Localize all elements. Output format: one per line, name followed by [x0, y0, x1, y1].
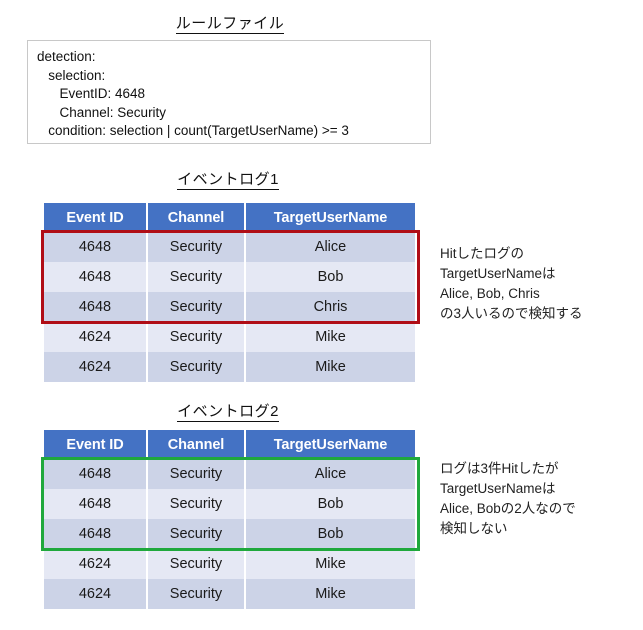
rule-file-title: ルールファイル — [0, 14, 460, 34]
rule-file-box: detection: selection: EventID: 4648 Chan… — [27, 40, 431, 144]
cell-channel: Security — [148, 519, 246, 549]
cell-event-id: 4648 — [44, 459, 148, 489]
column-header-event-id: Event ID — [44, 203, 148, 232]
event-log-1-table: Event ID Channel TargetUserName 4648 Sec… — [44, 203, 415, 382]
table-row: 4648 Security Bob — [44, 489, 415, 519]
event-log-1-title-text: イベントログ1 — [177, 171, 279, 190]
rule-file-line: EventID: 4648 — [37, 86, 146, 101]
cell-target-user-name: Bob — [246, 489, 415, 519]
cell-target-user-name: Mike — [246, 549, 415, 579]
cell-target-user-name: Bob — [246, 519, 415, 549]
cell-event-id: 4648 — [44, 262, 148, 292]
cell-target-user-name: Mike — [246, 579, 415, 609]
cell-channel: Security — [148, 489, 246, 519]
cell-target-user-name: Mike — [246, 322, 415, 352]
annotation-line: の3人いるので検知する — [440, 306, 583, 321]
event-log-1-annotation: Hitしたログの TargetUserNameは Alice, Bob, Chr… — [440, 244, 583, 324]
cell-channel: Security — [148, 352, 246, 382]
cell-target-user-name: Alice — [246, 232, 415, 262]
cell-event-id: 4648 — [44, 519, 148, 549]
table-row: 4648 Security Alice — [44, 459, 415, 489]
table-header-row: Event ID Channel TargetUserName — [44, 430, 415, 459]
cell-target-user-name: Chris — [246, 292, 415, 322]
rule-file-title-text: ルールファイル — [175, 15, 285, 34]
table-row: 4648 Security Alice — [44, 232, 415, 262]
rule-file-line: Channel: Security — [37, 104, 167, 120]
column-header-target-user-name: TargetUserName — [246, 203, 415, 232]
annotation-line: Alice, Bob, Chris — [440, 286, 540, 301]
rule-file-line: selection: — [37, 67, 106, 83]
cell-channel: Security — [148, 232, 246, 262]
annotation-line: TargetUserNameは — [440, 481, 556, 496]
cell-event-id: 4648 — [44, 232, 148, 262]
table-row: 4648 Security Bob — [44, 262, 415, 292]
cell-channel: Security — [148, 579, 246, 609]
cell-target-user-name: Alice — [246, 459, 415, 489]
column-header-channel: Channel — [148, 203, 246, 232]
table-row: 4648 Security Chris — [44, 292, 415, 322]
cell-event-id: 4648 — [44, 489, 148, 519]
table-header-row: Event ID Channel TargetUserName — [44, 203, 415, 232]
cell-target-user-name: Bob — [246, 262, 415, 292]
table-row: 4624 Security Mike — [44, 352, 415, 382]
annotation-line: TargetUserNameは — [440, 266, 556, 281]
cell-channel: Security — [148, 262, 246, 292]
column-header-event-id: Event ID — [44, 430, 148, 459]
annotation-line: 検知しない — [440, 521, 508, 536]
cell-target-user-name: Mike — [246, 352, 415, 382]
annotation-line: ログは3件Hitしたが — [440, 461, 559, 476]
cell-channel: Security — [148, 459, 246, 489]
cell-channel: Security — [148, 322, 246, 352]
event-log-2-title-text: イベントログ2 — [177, 403, 279, 422]
cell-event-id: 4648 — [44, 292, 148, 322]
cell-event-id: 4624 — [44, 549, 148, 579]
annotation-line: Alice, Bobの2人なので — [440, 501, 576, 516]
event-log-1-title: イベントログ1 — [0, 170, 456, 190]
annotation-line: Hitしたログの — [440, 246, 524, 261]
column-header-target-user-name: TargetUserName — [246, 430, 415, 459]
rule-file-line: detection: — [37, 49, 96, 64]
event-log-2-annotation: ログは3件Hitしたが TargetUserNameは Alice, Bobの2… — [440, 459, 576, 539]
cell-channel: Security — [148, 549, 246, 579]
event-log-2-title: イベントログ2 — [0, 402, 456, 422]
table-row: 4624 Security Mike — [44, 322, 415, 352]
cell-event-id: 4624 — [44, 579, 148, 609]
table-row: 4624 Security Mike — [44, 579, 415, 609]
cell-channel: Security — [148, 292, 246, 322]
cell-event-id: 4624 — [44, 352, 148, 382]
column-header-channel: Channel — [148, 430, 246, 459]
cell-event-id: 4624 — [44, 322, 148, 352]
table-row: 4624 Security Mike — [44, 549, 415, 579]
rule-file-line: condition: selection | count(TargetUserN… — [37, 123, 349, 138]
event-log-2-table: Event ID Channel TargetUserName 4648 Sec… — [44, 430, 415, 609]
table-row: 4648 Security Bob — [44, 519, 415, 549]
